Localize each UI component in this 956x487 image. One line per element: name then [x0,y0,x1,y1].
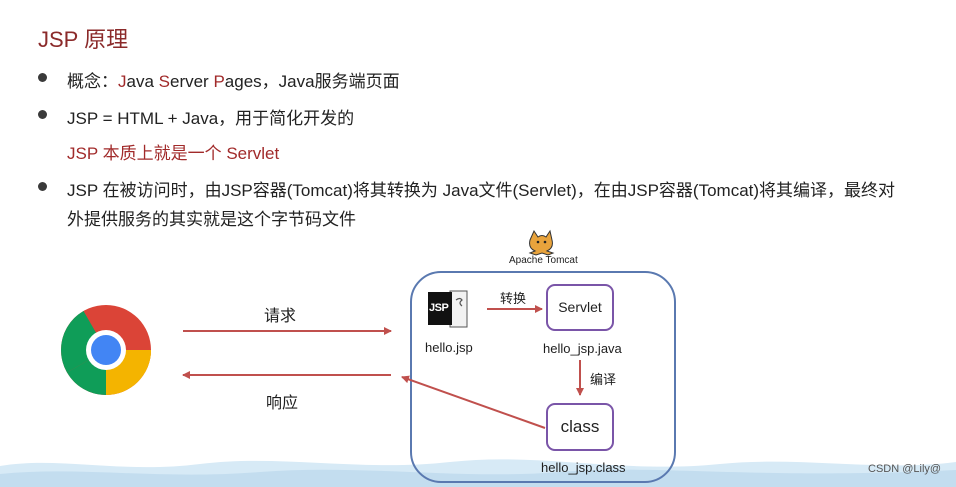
hello-jsp-label: hello.jsp [425,340,473,355]
request-label: 请求 [264,308,297,325]
highlight-letter-s: S [158,72,170,91]
jsp-file-icon [428,290,468,328]
bullet-concept-part: ava [126,72,159,91]
servlet-box [546,284,614,331]
bullet-concept-part: erver [169,72,214,91]
bullet-jsp-formula: JSP = HTML + Java，用于简化开发的 [67,109,355,128]
bullet-concept-rest: ages，Java服务端页面 [224,72,400,91]
bullet-dot [38,73,47,82]
highlight-letter-j: J [118,72,127,91]
jsp-icon-text: JSP [429,302,449,314]
tomcat-logo-icon [528,229,555,256]
bullet-jsp-process-line1: JSP 在被访问时，由JSP容器(Tomcat)将其转换为 Java文件(Ser… [67,181,896,200]
tomcat-container [410,271,676,483]
watermark: CSDN @Lily@ [868,463,942,475]
bullet-concept-prefix: 概念： [67,72,118,91]
highlight-letter-p: P [213,72,225,91]
hello-jsp-class-label: hello_jsp.class [541,460,626,475]
page-title: JSP 原理 [38,27,129,52]
class-to-response-arrow [401,375,546,429]
bullet-dot [38,110,47,119]
bullet-jsp-essence: JSP 本质上就是一个 Servlet [67,144,280,163]
class-box-label: class [560,417,600,436]
compile-label: 编译 [590,372,617,387]
response-label: 响应 [266,395,299,412]
class-box [546,403,614,451]
bullet-concept: 概念：Java Server Pages，Java服务端页面 [67,67,400,92]
wave-decoration [0,459,956,487]
bullet-jsp-process-line2: 外提供服务的其实就是这个字节码文件 [67,210,356,229]
hello-jsp-java-label: hello_jsp.java [543,341,622,356]
tomcat-label: Apache Tomcat [509,255,578,266]
convert-label: 转换 [500,291,527,306]
chrome-icon [60,305,152,396]
bullet-dot [38,182,47,191]
servlet-box-label: Servlet [558,299,602,315]
